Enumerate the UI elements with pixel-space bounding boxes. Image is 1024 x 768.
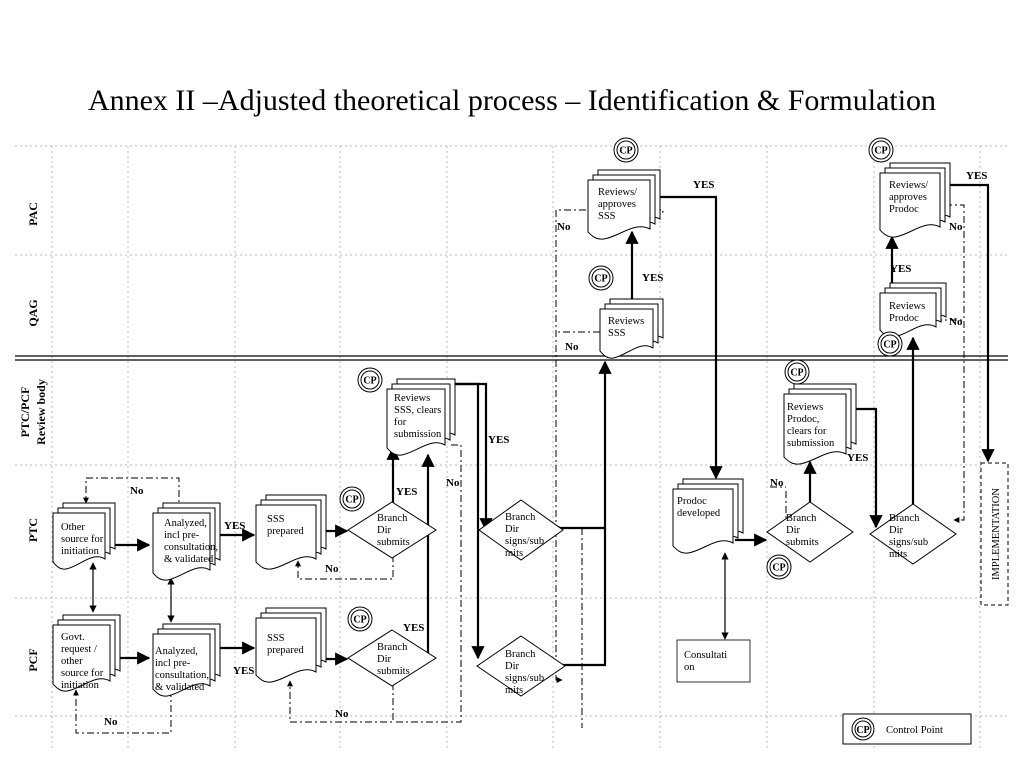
control-point-icon: CP (877, 331, 903, 357)
label-no: No (565, 341, 579, 353)
label-no: No (325, 563, 339, 575)
label-yes: YES (403, 622, 424, 634)
label-no: No (949, 221, 963, 233)
svg-text:CP: CP (772, 563, 785, 574)
label-yes: YES (224, 520, 245, 532)
swimlane-grid (15, 145, 1008, 750)
label-yes: YES (488, 434, 509, 446)
lane-label-pac: PAC (26, 202, 40, 226)
control-point-icon: CP (766, 554, 792, 580)
svg-text:CP: CP (619, 146, 632, 157)
control-point-icon: CP (613, 137, 639, 163)
svg-text:CP: CP (790, 368, 803, 379)
svg-text:CP: CP (353, 615, 366, 626)
page-title: Annex II –Adjusted theoretical process –… (87, 84, 937, 117)
node-label: Analyzed,incl pre-consultation,& validat… (155, 646, 209, 693)
label-yes: YES (847, 452, 868, 464)
legend-cp-symbol: CP (856, 725, 869, 736)
lane-label-review-body: Review body (34, 379, 48, 445)
lane-label-pcf: PCF (26, 648, 40, 671)
label-yes: YES (693, 179, 714, 191)
label-yes: YES (233, 665, 254, 677)
label-yes: YES (966, 170, 987, 182)
label-no: No (446, 477, 460, 489)
label-yes: YES (890, 263, 911, 275)
label-no: No (949, 316, 963, 328)
legend: CP Control Point (842, 713, 972, 745)
lane-label-ptc-pcf: PTC/PCF (18, 387, 32, 438)
svg-text:CP: CP (363, 376, 376, 387)
control-point-icon: CP (347, 606, 373, 632)
svg-text:CP: CP (594, 274, 607, 285)
node-label: Analyzed,incl pre-consultation,& validat… (164, 518, 218, 565)
control-point-icon: CP (339, 486, 365, 512)
label-no: No (130, 485, 144, 497)
implementation-box: IMPLEMENTATION (980, 462, 1009, 606)
label-yes: YES (642, 272, 663, 284)
connectors (73, 183, 995, 734)
legend-text: Control Point (886, 725, 943, 736)
lane-label-ptc: PTC (26, 518, 40, 542)
label-no: No (335, 708, 349, 720)
label-yes: YES (396, 486, 417, 498)
review-separator (15, 355, 1008, 361)
control-point-icon: CP (588, 265, 614, 291)
control-point-icon: CP (784, 359, 810, 385)
control-point-icon: CP (357, 367, 383, 393)
control-point-icon: CP (868, 137, 894, 163)
pcf-analyzed-doc: Analyzed,incl pre-consultation,& validat… (152, 623, 221, 697)
ptc-analyzed-doc: Analyzed,incl pre-consultation,& validat… (152, 502, 221, 581)
svg-text:CP: CP (883, 340, 896, 351)
label-no: No (770, 477, 784, 489)
label-no: No (557, 221, 571, 233)
implementation-label: IMPLEMENTATION (991, 488, 1002, 580)
lane-label-qag: QAG (26, 299, 40, 326)
svg-text:CP: CP (874, 146, 887, 157)
flow-labels: No YES YES No No No YES YES No YES No No… (104, 170, 987, 728)
label-no: No (104, 716, 118, 728)
svg-text:CP: CP (345, 495, 358, 506)
